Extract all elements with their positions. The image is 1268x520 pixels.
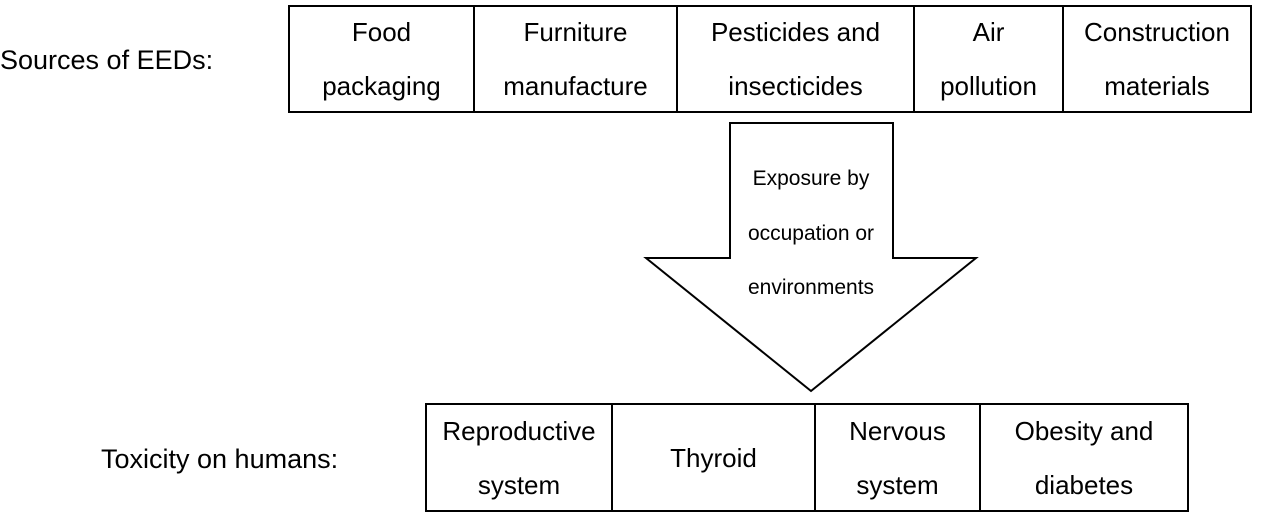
- source-cell-line-2: insecticides: [728, 71, 863, 101]
- source-cell-air-pollution: Air pollution: [915, 7, 1064, 111]
- source-cell-line-2: packaging: [322, 71, 441, 101]
- toxicity-cell-thyroid: Thyroid: [613, 405, 816, 510]
- source-cell-line-2: manufacture: [503, 71, 648, 101]
- source-cell-line-1: Food: [351, 17, 412, 47]
- arrow-label-line-1: Exposure by: [752, 167, 870, 190]
- source-cell-line-1: Air: [972, 17, 1005, 47]
- toxicity-cell-line-1: Reproductive: [442, 415, 596, 446]
- source-cell-line-2: pollution: [940, 71, 1037, 101]
- source-cell-furniture-manufacture: Furniture manufacture: [475, 7, 678, 111]
- source-cell-food-packaging: Food packaging: [290, 7, 475, 111]
- source-cell-line-1: Pesticides and: [710, 17, 881, 47]
- arrow-label-line-3: environments: [747, 276, 875, 299]
- sources-label: Sources of EEDs:: [0, 45, 214, 75]
- toxicity-cell-line-2: system: [477, 469, 561, 500]
- sources-table: Food packaging Furniture manufacture Pes…: [288, 5, 1252, 113]
- toxicity-cell-line-1: Nervous: [849, 415, 946, 446]
- toxicity-cell-obesity-diabetes: Obesity and diabetes: [981, 405, 1187, 510]
- arrow-label-line-2: occupation or: [747, 222, 875, 245]
- source-cell-line-1: Construction: [1084, 17, 1230, 47]
- toxicity-cell-line-2: system: [856, 469, 939, 500]
- toxicity-cell-line-2: diabetes: [1034, 469, 1134, 500]
- exposure-arrow-shape: [643, 122, 979, 393]
- toxicity-cell-line-1: Obesity and: [1014, 415, 1154, 446]
- toxicity-label: Toxicity on humans:: [101, 444, 339, 474]
- source-cell-line-2: materials: [1104, 71, 1210, 101]
- source-cell-construction-materials: Construction materials: [1064, 7, 1250, 111]
- source-cell-pesticides-insecticides: Pesticides and insecticides: [678, 7, 915, 111]
- toxicity-cell-nervous-system: Nervous system: [816, 405, 981, 510]
- toxicity-cell-line-1: Thyroid: [670, 442, 757, 473]
- toxicity-table: Reproductive system Thyroid Nervous syst…: [425, 403, 1189, 512]
- source-cell-line-1: Furniture: [523, 17, 628, 47]
- toxicity-cell-reproductive-system: Reproductive system: [427, 405, 613, 510]
